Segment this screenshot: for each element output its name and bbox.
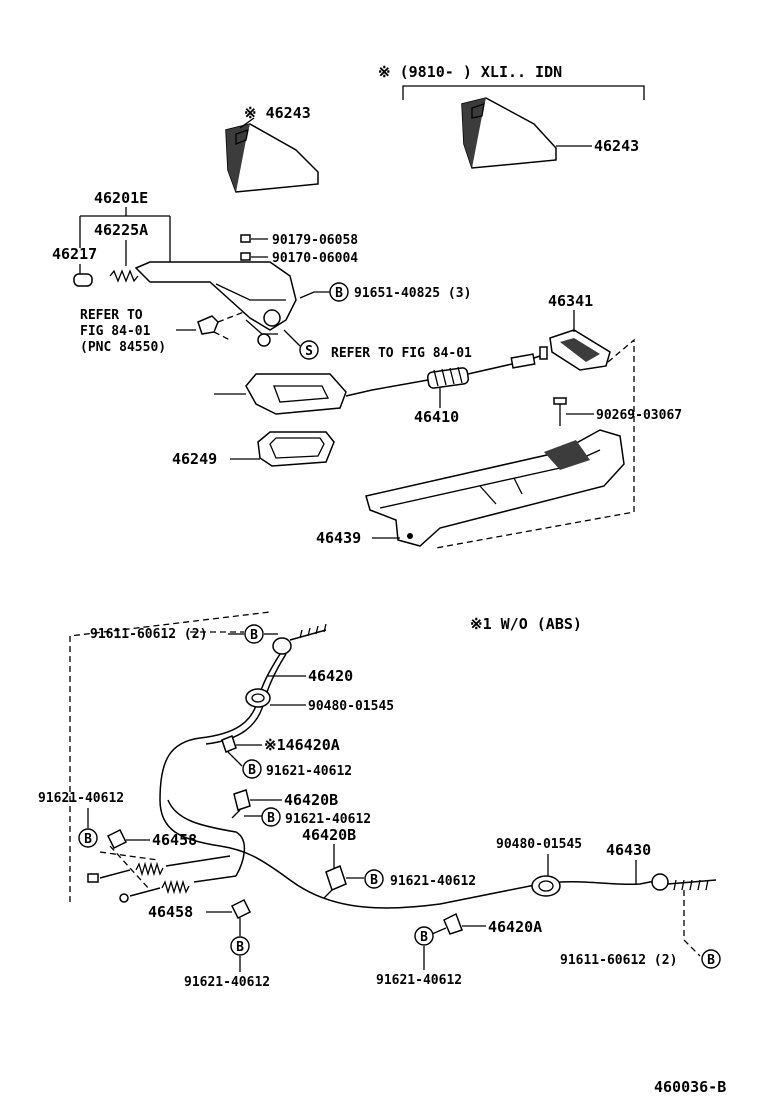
label-bracket-1: 46458 [152,831,197,849]
leader-screw-marker [283,329,301,347]
label-nut-1: 90179-06058 [272,233,358,248]
label-screw: 90269-03067 [596,408,682,423]
bolt-marker-left: B [78,828,98,848]
label-bolt-left: 91621-40612 [38,791,124,806]
parking-brake-lever-part [73,261,297,347]
dash-top-boundary [435,338,635,549]
front-cable-part [345,346,548,397]
console-cover-part [365,429,625,547]
dash-bottom-right [683,890,701,957]
label-bracket-pad: 46341 [548,292,593,310]
lower-boot-part [245,373,347,415]
bolt-marker-lever: B [329,282,349,302]
bracket-2-part [230,898,252,920]
label-bolt-bottom-right: 91611-60612 (2) [560,953,677,968]
svg-text:B: B [370,873,378,888]
rear-cable-right-part [531,873,717,897]
svg-text:B: B [707,953,715,968]
label-refer-line2: FIG 84-01 [80,324,151,339]
cable-end-lower-part [119,875,237,903]
label-bolt-bottom-center: 91621-40612 [376,973,462,988]
svg-text:B: B [84,832,92,847]
label-front-cable: 46410 [414,408,459,426]
label-rear-cable-left: 46420 [308,667,353,685]
label-bolt-bottom-left: 91621-40612 [184,975,270,990]
bolt-marker-bottom-center: B [414,926,434,946]
screw-marker: S [299,340,319,360]
svg-text:S: S [305,344,313,359]
clamp-b-2-part [323,864,347,899]
footnote: ※1 W/O (ABS) [470,615,582,633]
dash-bottom-boundary [69,611,271,902]
label-knob: 46217 [52,245,97,263]
bolt-marker-clamp-b-2: B [364,869,384,889]
lever-assy-bracket [79,207,171,262]
dash-switch [213,311,245,341]
label-refer-line1: REFER TO [80,308,143,323]
nut-part-2 [240,252,251,261]
svg-text:B: B [248,763,256,778]
upper-boot-variant-part [461,97,557,169]
label-clamp-b-1: 46420B [284,791,338,809]
cable-end-upper-part [87,855,231,883]
label-nut-2: 90170-06004 [272,251,358,266]
clamp-b-1-part [231,789,251,819]
svg-text:B: B [335,286,343,301]
bolt-marker-bottom-left: B [230,936,250,956]
bolt-marker-clamp-b-1: B [261,807,281,827]
bolt-marker-top: B [244,624,264,644]
label-seal: 46249 [172,450,217,468]
label-refer-line3: (PNC 84550) [80,340,166,355]
svg-text:B: B [420,930,428,945]
bracket-1-part [106,828,128,850]
label-grommet-1: 90480-01545 [308,699,394,714]
label-boot-upper: 46243 [594,137,639,155]
label-bolt-clamp-b-1: 91621-40612 [285,812,371,827]
variant-note: ※ (9810- ) XLI.. IDN [378,63,562,81]
svg-text:B: B [236,940,244,955]
label-cover: 46439 [316,529,361,547]
label-bolt-clamp-b-2: 91621-40612 [390,874,476,889]
label-lever-assy: 46201E [94,189,148,207]
label-bolt-top: 91611-60612 (2) [90,627,207,642]
label-bolt-clamp-a: 91621-40612 [266,764,352,779]
label-refer-fig: REFER TO FIG 84-01 [331,346,472,361]
upper-boot-part [225,123,319,193]
screw-part [553,397,567,426]
switch-part [197,315,219,335]
leader-bolt-clamp-a [227,751,243,767]
svg-text:B: B [250,628,258,643]
nut-part-1 [240,234,251,243]
label-boot-upper-star: ※ 46243 [244,104,311,122]
label-rear-cable-right: 46430 [606,841,651,859]
bolt-marker-bottom-right: B [701,949,721,969]
bracket-pad-part [549,329,611,371]
label-bracket-2: 46458 [148,903,193,921]
clamp-a-star-part [221,735,237,753]
bolt-marker-clamp-a: B [242,759,262,779]
svg-text:B: B [267,811,275,826]
clamp-a-part [443,912,463,935]
rear-cable-left-part [159,623,541,909]
label-clamp-a-star: ※146420A [264,736,340,754]
diagram-id: 460036-B [654,1078,726,1096]
label-bolt-lever: 91651-40825 (3) [354,286,471,301]
leader-boot-upper-star [239,117,255,129]
leader-bolt-lever [299,291,330,299]
seal-part [257,431,335,467]
label-sub-assy: 46225A [94,221,148,239]
label-clamp-b-2: 46420B [302,826,356,844]
label-clamp-a: 46420A [488,918,542,936]
variant-bracket [402,85,645,100]
leader-bolt-bottom-center [431,927,447,935]
label-grommet-2: 90480-01545 [496,837,582,852]
